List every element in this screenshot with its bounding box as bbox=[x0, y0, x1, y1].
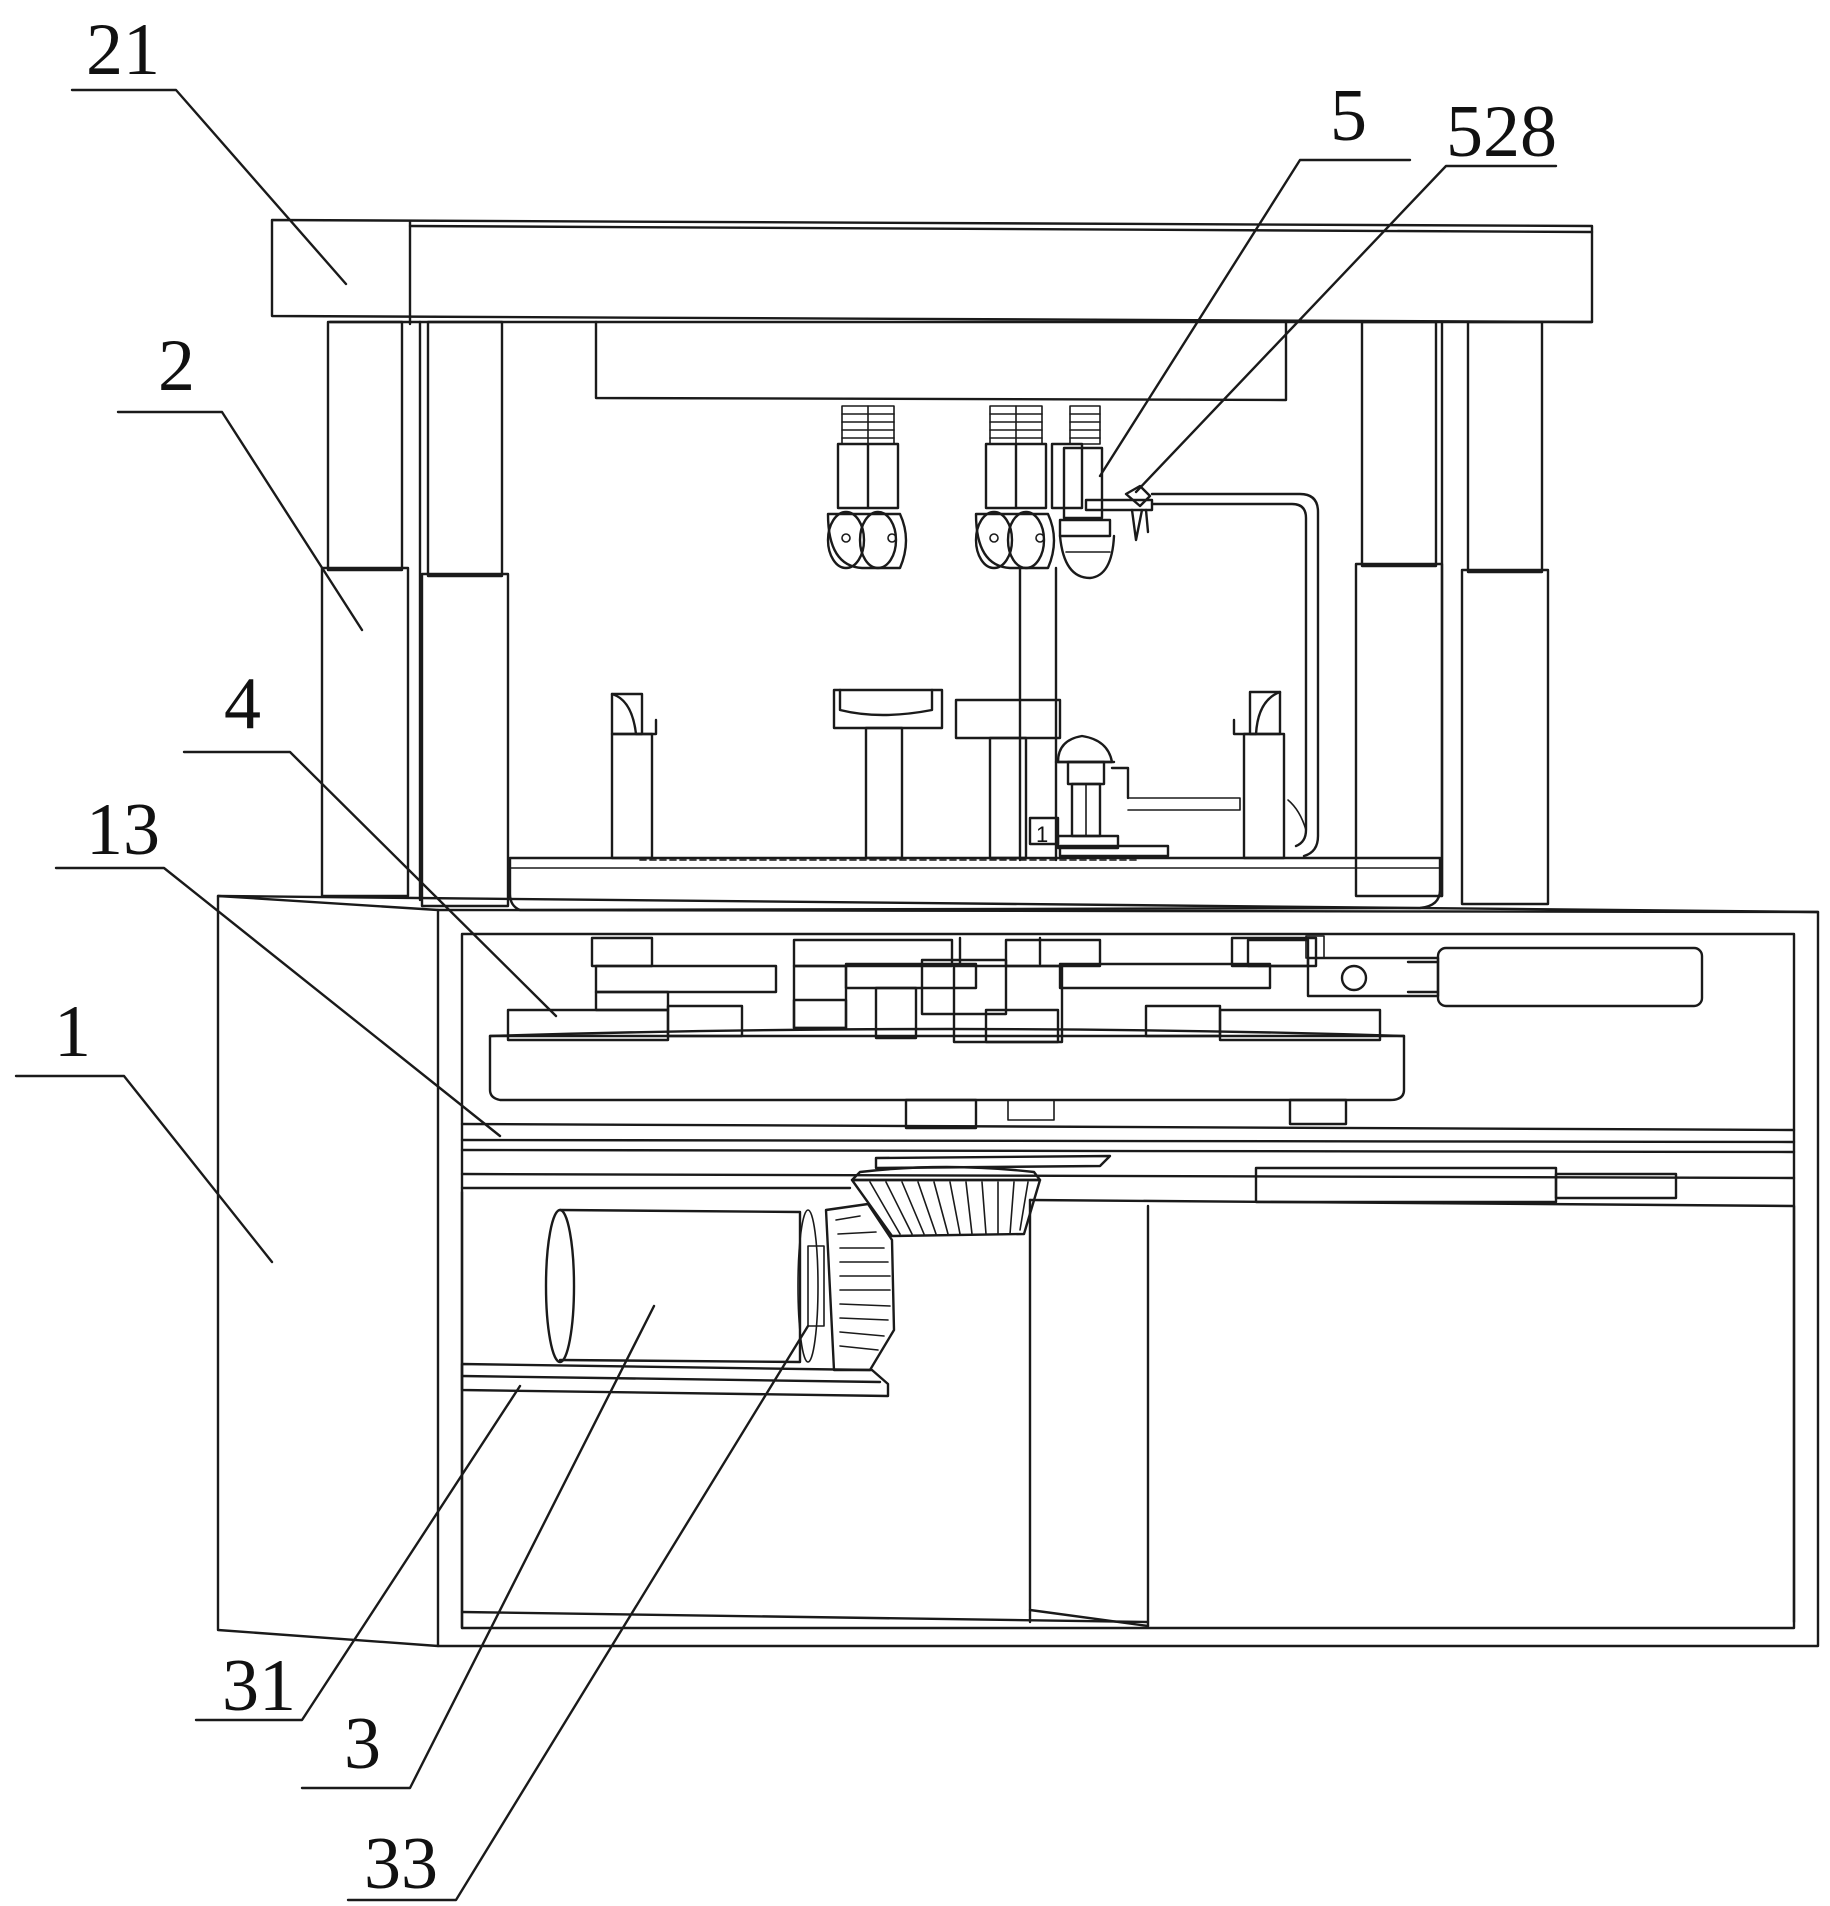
component-tag: 1 bbox=[1036, 822, 1048, 847]
callout-4: 4 bbox=[224, 663, 261, 745]
work-table: 1 bbox=[508, 688, 1442, 912]
upper-press-block bbox=[594, 320, 1288, 402]
callout-13: 13 bbox=[86, 789, 160, 871]
motor bbox=[544, 1208, 825, 1364]
motor-plate bbox=[460, 1362, 890, 1398]
callout-21: 21 bbox=[86, 9, 160, 91]
top-plate bbox=[270, 218, 1594, 326]
partition-plate bbox=[460, 1122, 1796, 1204]
columns bbox=[320, 320, 1550, 908]
pipe bbox=[1127, 492, 1320, 858]
callout-31: 31 bbox=[222, 1645, 296, 1727]
lower-compartment bbox=[460, 1190, 1796, 1630]
rotary-disc bbox=[488, 935, 1704, 1130]
bevel-gear-horizontal bbox=[850, 1165, 1042, 1238]
leader-lines bbox=[14, 88, 1558, 1902]
base-cabinet bbox=[216, 894, 1820, 1648]
bevel-gear-vertical bbox=[824, 1202, 896, 1372]
pressing-heads bbox=[826, 405, 1154, 862]
callout-1: 1 bbox=[54, 991, 91, 1073]
callout-3: 3 bbox=[344, 1703, 381, 1785]
callout-5: 5 bbox=[1330, 75, 1367, 157]
callout-labels: 21 2 4 13 1 5 528 31 3 33 bbox=[54, 9, 1557, 1905]
callout-2: 2 bbox=[158, 325, 195, 407]
callout-33: 33 bbox=[364, 1823, 438, 1905]
callout-528: 528 bbox=[1446, 91, 1557, 173]
